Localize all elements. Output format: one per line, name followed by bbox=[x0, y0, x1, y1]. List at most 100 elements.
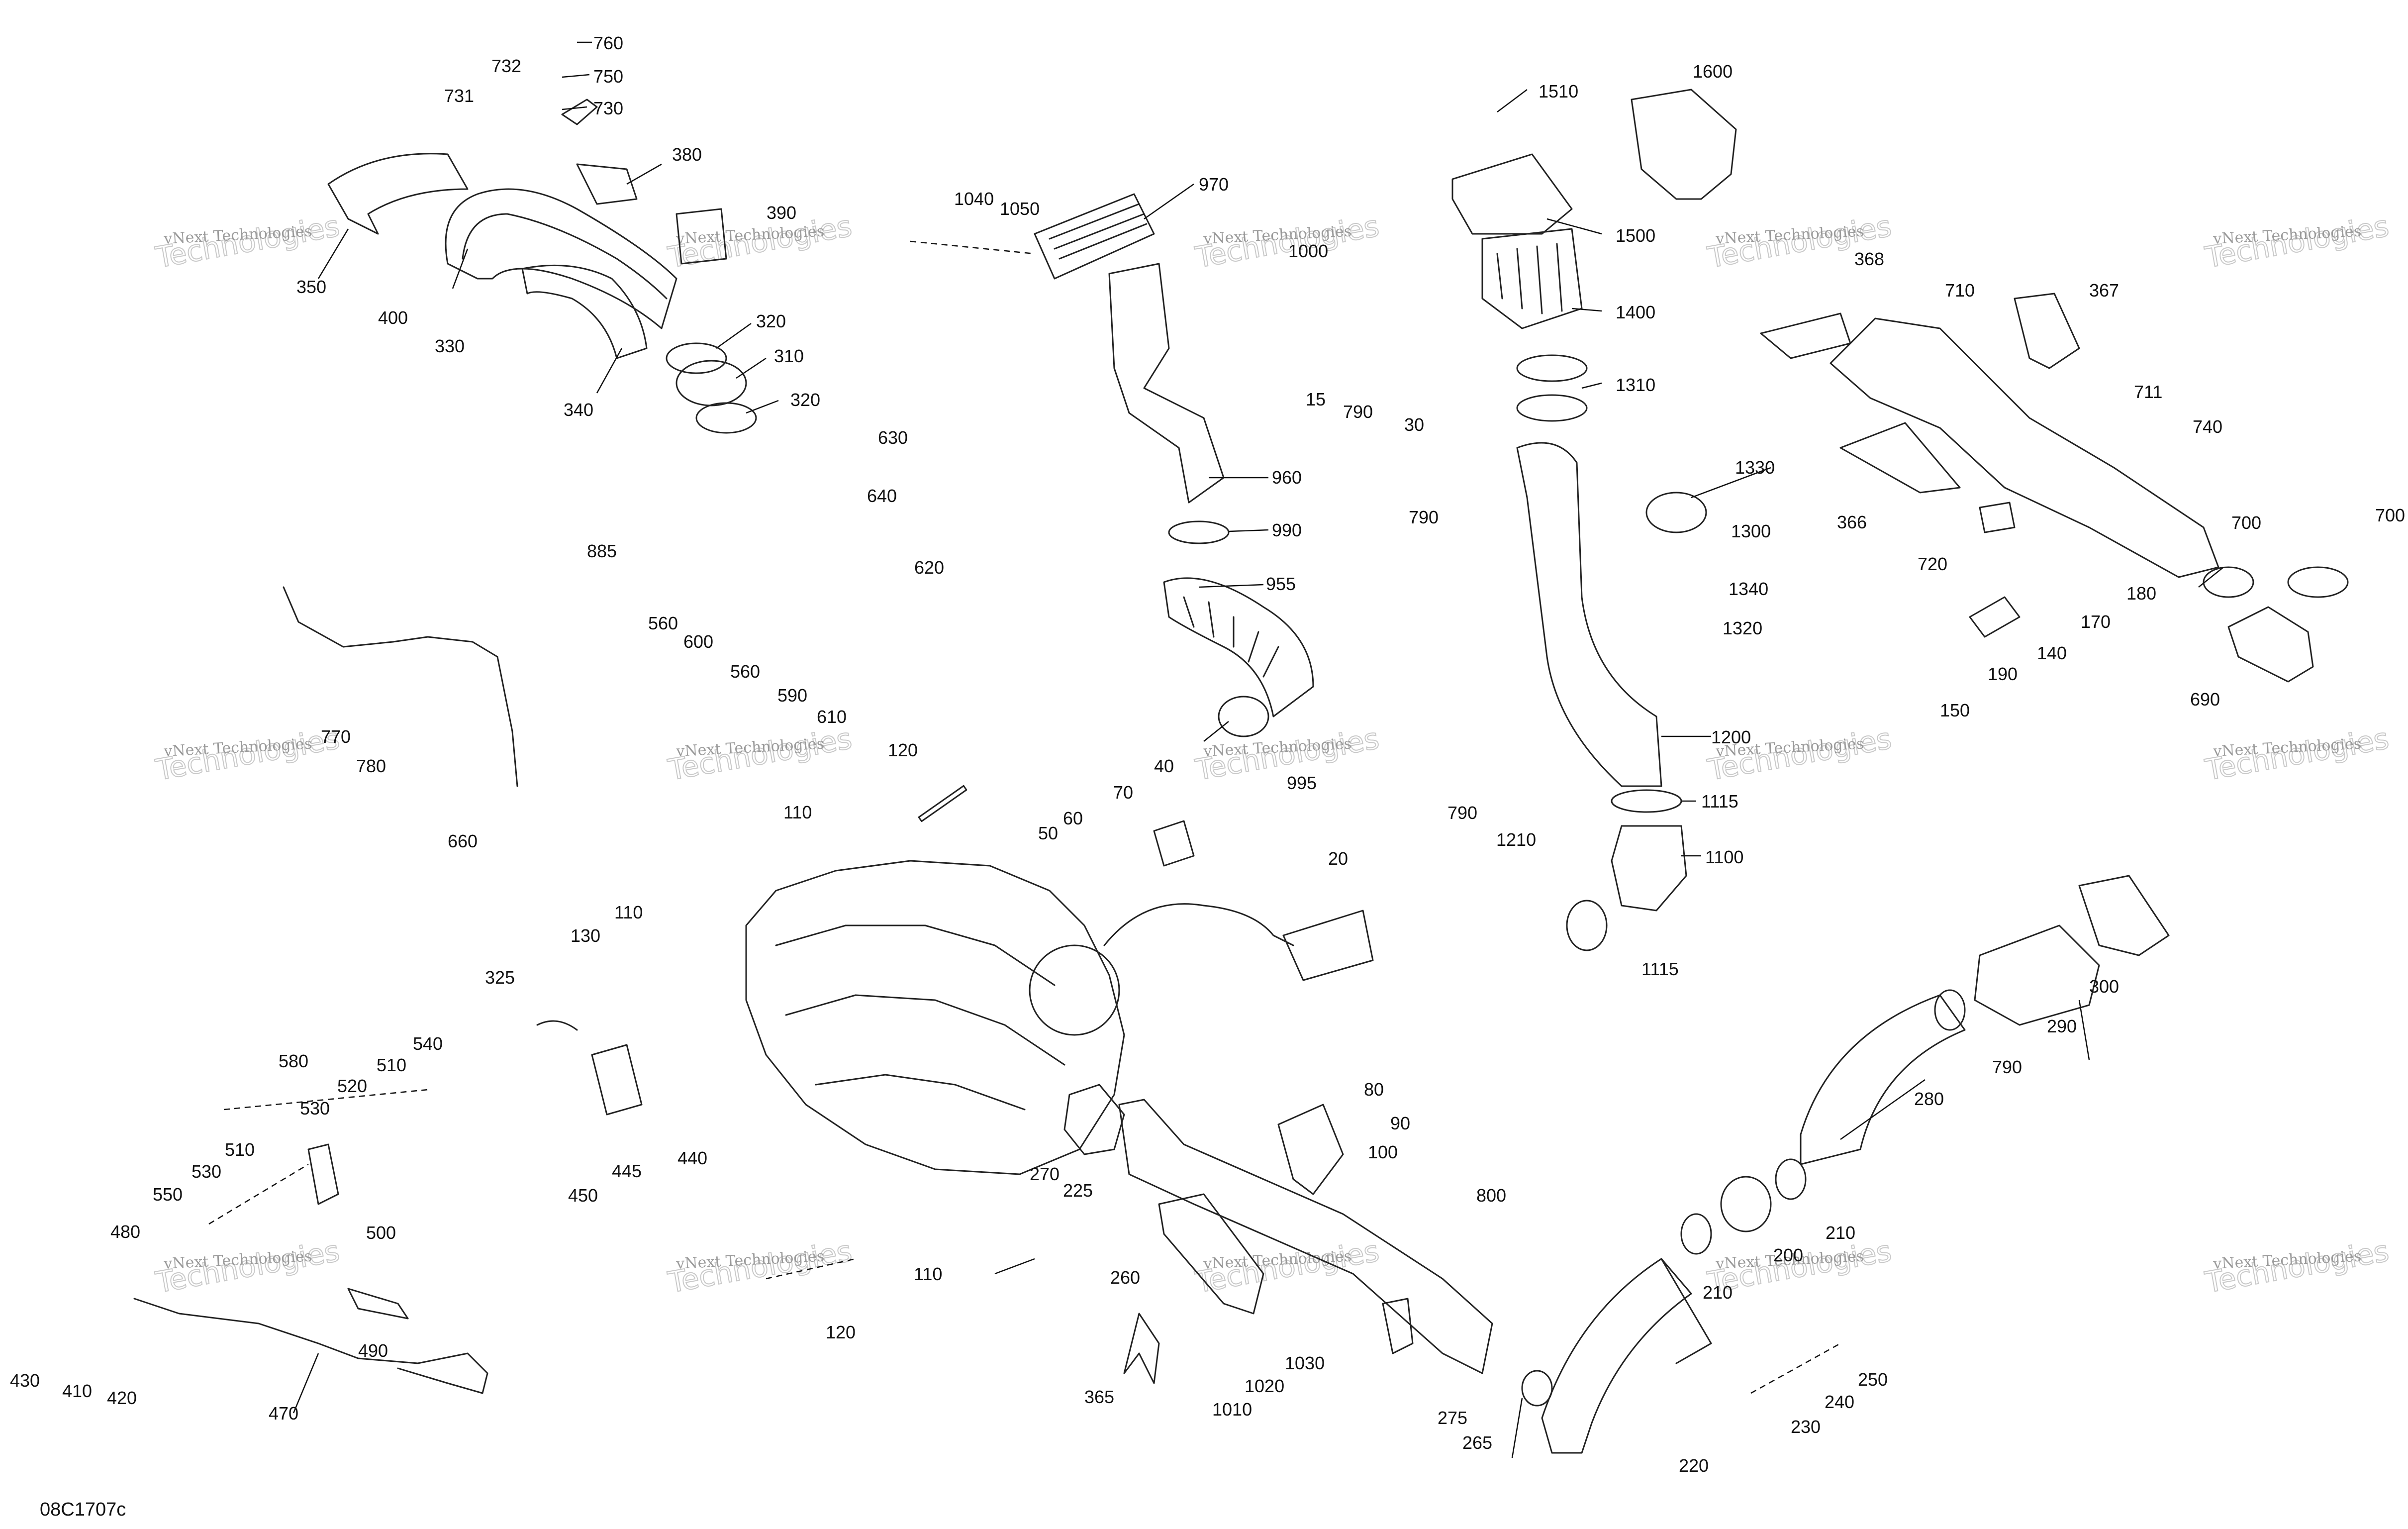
part-380-plate bbox=[576, 163, 638, 205]
leader bbox=[626, 163, 662, 185]
part-engine-detail-b bbox=[785, 994, 1065, 1066]
part-1500-plate bbox=[1451, 153, 1573, 235]
part-260-shield bbox=[1158, 1193, 1264, 1315]
part-1400-pleats bbox=[1496, 243, 1563, 314]
part-280-duct bbox=[1800, 994, 1966, 1165]
part-660-rod bbox=[283, 586, 518, 787]
callout-420: 420 bbox=[107, 1388, 137, 1408]
part-outlines bbox=[133, 89, 2349, 1454]
leader bbox=[1228, 529, 1269, 532]
callout-410: 410 bbox=[62, 1381, 92, 1401]
leader bbox=[292, 1353, 319, 1414]
callout-80: 80 bbox=[1364, 1079, 1384, 1100]
leader bbox=[1144, 183, 1194, 220]
callout-732: 732 bbox=[491, 56, 521, 76]
callout-995: 995 bbox=[1287, 773, 1317, 793]
leader bbox=[746, 400, 779, 414]
callout-1050: 1050 bbox=[1000, 199, 1040, 219]
leader bbox=[1511, 1398, 1523, 1458]
callout-970: 970 bbox=[1199, 174, 1229, 195]
leader bbox=[910, 240, 1035, 255]
callout-530-a: 530 bbox=[300, 1098, 330, 1119]
leader bbox=[1497, 89, 1528, 112]
callout-800: 800 bbox=[1476, 1185, 1506, 1206]
callout-770: 770 bbox=[321, 726, 351, 747]
callout-30: 30 bbox=[1404, 414, 1424, 435]
part-1400-filter bbox=[1481, 228, 1583, 329]
part-1310-clamp-b bbox=[1516, 394, 1588, 422]
callout-230: 230 bbox=[1791, 1417, 1821, 1437]
callout-390: 390 bbox=[767, 203, 796, 223]
part-20-module bbox=[1282, 910, 1374, 981]
part-330-tube-inner bbox=[462, 213, 668, 300]
part-120-bolt-top bbox=[918, 785, 967, 822]
part-1200-duct bbox=[1516, 442, 1662, 787]
leader bbox=[716, 322, 752, 349]
callout-90: 90 bbox=[1390, 1113, 1410, 1133]
callout-1340: 1340 bbox=[1729, 579, 1768, 599]
leader bbox=[1750, 1342, 1841, 1394]
leader bbox=[1203, 721, 1229, 742]
callout-1320: 1320 bbox=[1723, 618, 1762, 638]
leader bbox=[766, 1258, 856, 1280]
callout-250: 250 bbox=[1858, 1369, 1888, 1390]
leader bbox=[1581, 382, 1602, 389]
leader bbox=[994, 1258, 1035, 1275]
callout-1100: 1100 bbox=[1705, 847, 1743, 867]
leader bbox=[452, 248, 469, 289]
part-engine-detail-a bbox=[775, 924, 1056, 986]
callout-40: 40 bbox=[1154, 756, 1174, 776]
callout-15: 15 bbox=[1306, 389, 1326, 409]
callout-1020: 1020 bbox=[1245, 1376, 1284, 1396]
callout-1115-b: 1115 bbox=[1641, 959, 1679, 979]
part-1115-clamp-a bbox=[1611, 789, 1682, 813]
part-1600-cover bbox=[1631, 89, 1737, 200]
callout-740: 740 bbox=[2193, 416, 2222, 437]
part-960-duct bbox=[1108, 263, 1225, 504]
callout-700-a: 700 bbox=[2231, 512, 2261, 533]
part-470-cable bbox=[133, 1298, 488, 1394]
part-220-flange bbox=[1660, 1258, 1712, 1364]
leader bbox=[1840, 1079, 1926, 1140]
part-140-bracket bbox=[1969, 596, 2021, 638]
callout-520: 520 bbox=[337, 1076, 367, 1096]
callout-170: 170 bbox=[2081, 612, 2111, 632]
callout-1510: 1510 bbox=[1539, 81, 1578, 102]
callout-290: 290 bbox=[2047, 1016, 2077, 1036]
part-440-bracket bbox=[591, 1044, 643, 1116]
callout-220: 220 bbox=[1679, 1455, 1709, 1476]
part-engine bbox=[745, 860, 1125, 1175]
part-350-cover bbox=[327, 153, 469, 235]
callout-660: 660 bbox=[448, 831, 478, 851]
callout-450: 450 bbox=[568, 1185, 598, 1206]
callout-20: 20 bbox=[1328, 848, 1348, 869]
part-200-coupler bbox=[1720, 1176, 1772, 1232]
callout-367: 367 bbox=[2089, 280, 2119, 301]
part-970-grille bbox=[1049, 203, 1148, 260]
callout-275: 275 bbox=[1438, 1408, 1467, 1428]
part-365-bracket bbox=[1123, 1313, 1160, 1384]
part-500-bracket bbox=[307, 1143, 339, 1205]
callout-760: 760 bbox=[593, 33, 623, 53]
callout-110-mid: 110 bbox=[614, 902, 643, 922]
part-320-clamp-upper bbox=[666, 342, 727, 374]
leader bbox=[736, 357, 767, 379]
callout-280: 280 bbox=[1914, 1089, 1944, 1109]
part-730-bracket bbox=[561, 99, 598, 125]
callout-110-bottom: 110 bbox=[914, 1264, 942, 1284]
leader bbox=[1571, 307, 1602, 312]
part-330-tube bbox=[445, 188, 677, 329]
part-engine-throttle bbox=[1029, 944, 1120, 1036]
part-720-bracket bbox=[1979, 502, 2016, 533]
callout-265: 265 bbox=[1462, 1432, 1492, 1453]
callout-720: 720 bbox=[1918, 554, 1947, 574]
part-290-duct bbox=[1974, 924, 2100, 1026]
callout-1310: 1310 bbox=[1616, 375, 1655, 395]
part-265-clamp bbox=[1521, 1370, 1553, 1407]
callout-560-a: 560 bbox=[648, 613, 678, 633]
callout-300: 300 bbox=[2089, 976, 2119, 997]
callout-1115-a: 1115 bbox=[1701, 791, 1738, 812]
callout-480: 480 bbox=[110, 1222, 140, 1242]
